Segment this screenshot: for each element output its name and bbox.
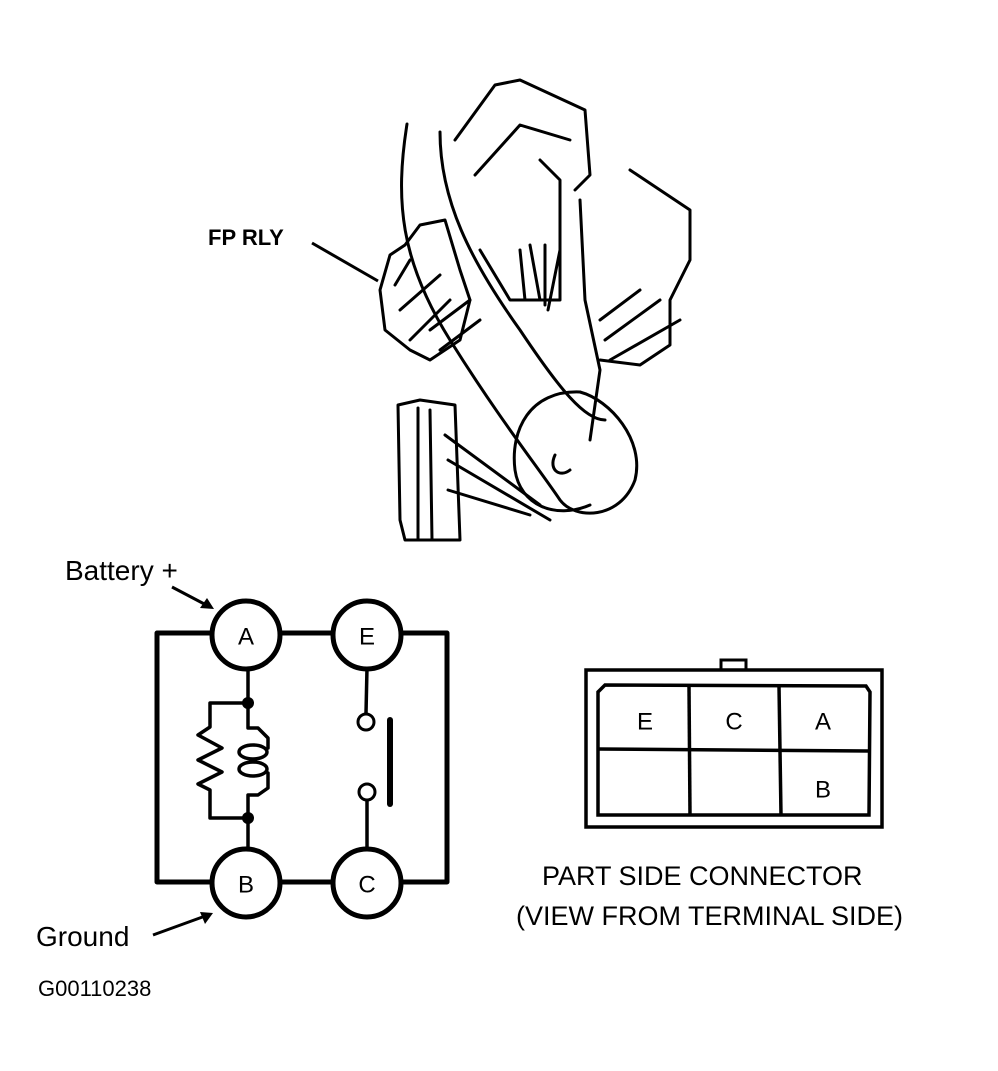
ground-arrow-head [200, 912, 213, 924]
battery-plus-label: Battery + [65, 555, 178, 586]
connector-inner-frame [596, 683, 872, 817]
connector-caption-line2: (VIEW FROM TERMINAL SIDE) [516, 901, 903, 931]
switch-contact-bottom [357, 782, 377, 802]
coil-lead-bottom [246, 771, 270, 820]
battery-arrow-head [200, 598, 214, 609]
fp-rly-leader-line [311, 241, 379, 283]
coil-lead-top [246, 701, 270, 750]
ground-arrow-line [152, 913, 209, 937]
fp-relay-body [378, 218, 472, 362]
resistor-branch [196, 701, 250, 820]
terminal-a: A [209, 598, 283, 672]
connector-col-divider-2 [777, 685, 783, 816]
terminal-c-label: C [358, 872, 375, 899]
harness-connector-face [416, 406, 434, 542]
connector-cell-b: B [815, 777, 831, 804]
harness-band-inner [438, 130, 607, 422]
wire-right-loop [397, 630, 450, 885]
wire-bundle-right [598, 288, 682, 362]
connector-cell-a: A [815, 709, 831, 736]
wire-left-loop [154, 630, 216, 885]
connector-cell-e: E [637, 709, 653, 736]
wire-bundle [518, 243, 562, 312]
connector-caption-line1: PART SIDE CONNECTOR [542, 861, 863, 891]
relay-box-inner [473, 123, 572, 302]
terminal-b: B [209, 846, 283, 920]
terminal-e: E [330, 598, 404, 672]
part-side-connector: E C A B PART SIDE CONNECTOR (VIEW FROM T… [516, 658, 903, 931]
relay-illustration [378, 78, 692, 542]
relay-schematic: A E B C Battery + Ground [36, 555, 450, 952]
connector-row-divider [597, 747, 870, 753]
connector-col-divider-1 [687, 685, 692, 816]
harness-loop [512, 390, 592, 513]
wire-e-down [364, 666, 369, 715]
ground-label: Ground [36, 921, 129, 952]
terminal-c: C [330, 846, 404, 920]
harness-band-outer [400, 122, 639, 515]
connector-cell-c: C [725, 709, 742, 736]
figure-id: G00110238 [38, 976, 151, 1001]
switch-contact-top [356, 712, 376, 732]
coil-loop-1 [237, 743, 269, 761]
harness-hook [551, 453, 572, 475]
coil-loop-2 [237, 760, 269, 778]
fp-relay-details [393, 258, 482, 352]
harness-connector [396, 398, 462, 542]
junction-dot-bottom [242, 812, 254, 824]
terminal-a-label: A [238, 624, 254, 651]
terminal-e-label: E [359, 624, 375, 651]
relay-box-edge [578, 198, 602, 442]
relay-box-right [598, 168, 692, 367]
relay-box-top [453, 78, 592, 192]
fp-rly-label: FP RLY [208, 225, 284, 250]
terminal-b-label: B [238, 872, 254, 899]
junction-dot-top [242, 697, 254, 709]
connector-wires [443, 433, 552, 522]
